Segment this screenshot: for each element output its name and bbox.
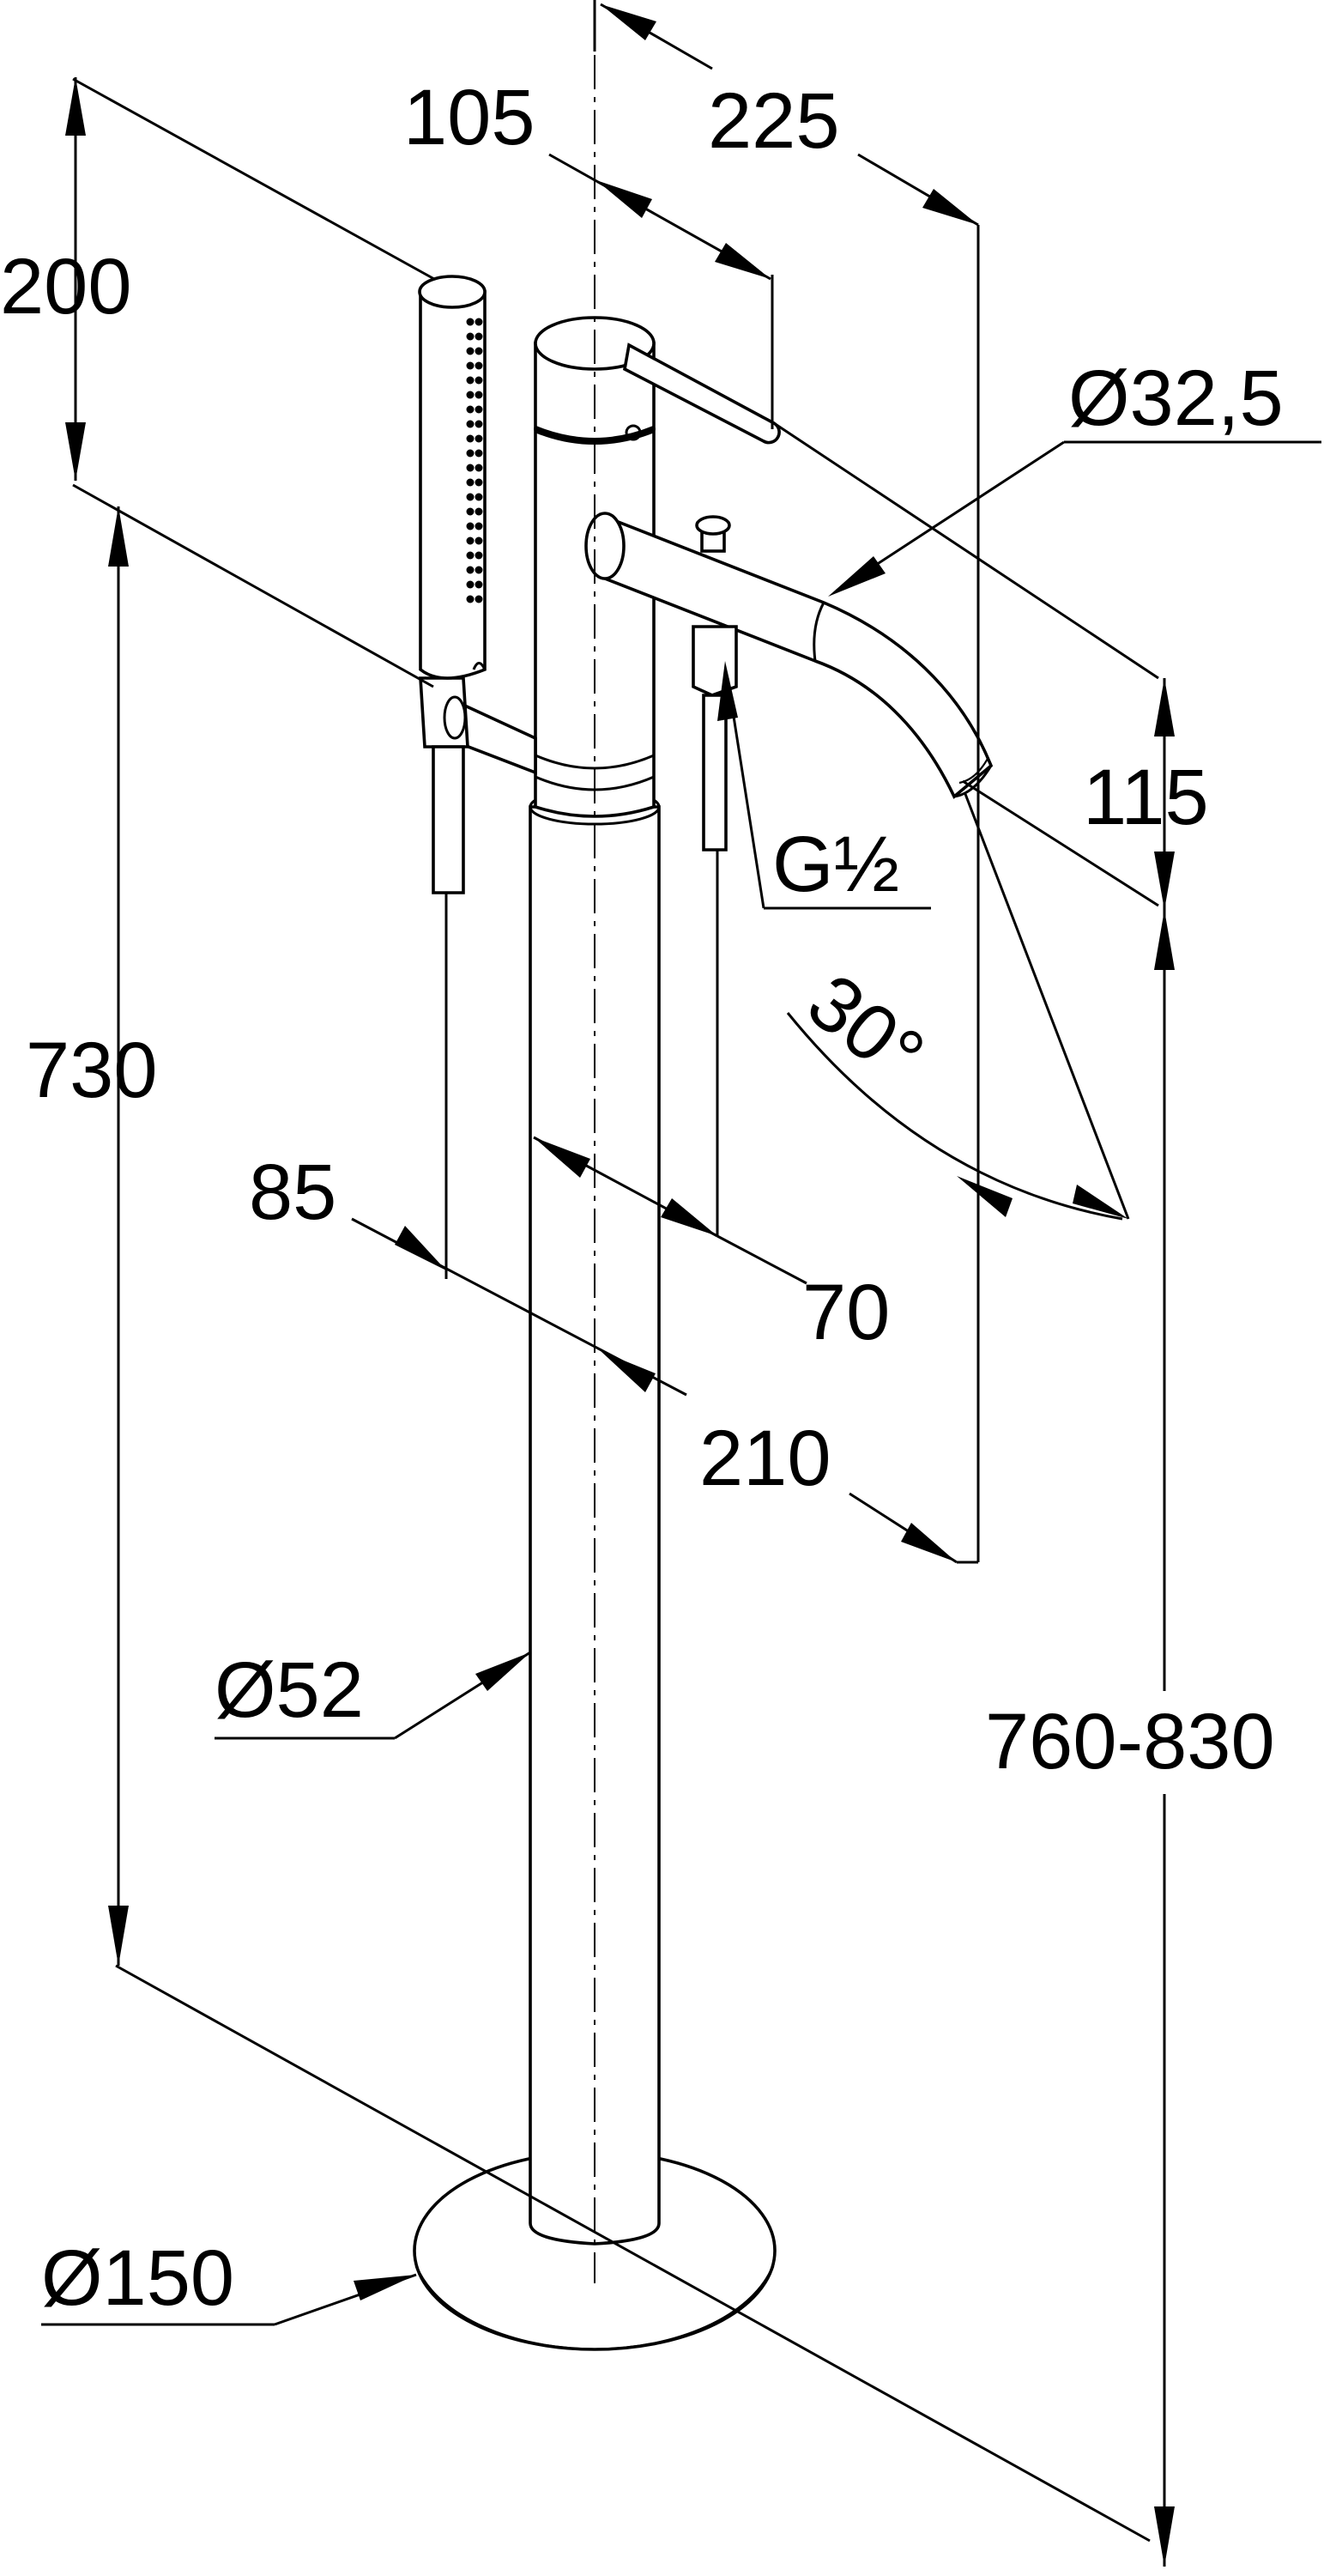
nozzle-dot xyxy=(475,405,483,414)
dim-70: 70 xyxy=(802,1269,890,1356)
nozzle-dot xyxy=(475,595,483,603)
nozzle-dot xyxy=(466,376,475,385)
hand-shower xyxy=(419,290,487,680)
nozzle-dot xyxy=(475,493,483,501)
nozzle-dot xyxy=(475,318,483,326)
nozzle-dot xyxy=(475,507,483,516)
nozzle-dot xyxy=(475,522,483,530)
nozzle-dot xyxy=(466,507,475,516)
dim-angle-30: 30° xyxy=(792,957,940,1100)
nozzle-dot xyxy=(475,478,483,487)
upper-body-ring2 xyxy=(535,754,655,770)
nozzle-dot xyxy=(475,391,483,399)
dim-diameter-52: Ø52 xyxy=(215,1646,364,1734)
dim-115: 115 xyxy=(1083,754,1209,841)
nozzle-dot xyxy=(475,580,483,589)
nozzle-dot xyxy=(475,464,483,472)
dim-85: 85 xyxy=(249,1149,336,1236)
hand-shower-nozzles xyxy=(466,318,483,603)
nozzle-dot xyxy=(475,434,483,443)
hand-shower-grip xyxy=(472,662,487,670)
nozzle-dot xyxy=(466,449,475,458)
mixer-body xyxy=(413,275,994,2351)
nozzle-dot xyxy=(466,391,475,399)
nozzle-dot xyxy=(475,347,483,355)
nozzle-dot xyxy=(466,522,475,530)
nozzle-dot xyxy=(475,332,483,341)
hose-left xyxy=(432,745,465,894)
dim-diameter-150: Ø150 xyxy=(41,2234,234,2322)
nozzle-dot xyxy=(466,332,475,341)
hose-right xyxy=(702,694,728,852)
nozzle-dot xyxy=(466,536,475,545)
nozzle-dot xyxy=(466,580,475,589)
nozzle-dot xyxy=(475,420,483,428)
dim-210: 210 xyxy=(699,1415,831,1502)
nozzle-dot xyxy=(466,405,475,414)
diverter-knob xyxy=(695,515,731,536)
dimension-lines xyxy=(41,0,1321,2567)
spout-root xyxy=(584,512,626,580)
nozzle-dot xyxy=(475,566,483,574)
hand-shower-head xyxy=(418,275,487,309)
nozzle-dot xyxy=(466,566,475,574)
nozzle-dot xyxy=(475,376,483,385)
spout-outlet-aerator xyxy=(958,756,989,785)
spout-seam xyxy=(813,602,825,662)
dim-thread-g12: G½ xyxy=(772,821,899,908)
nozzle-dot xyxy=(466,551,475,560)
nozzle-dot xyxy=(466,318,475,326)
base-plate-edge xyxy=(414,2265,775,2351)
nozzle-dot xyxy=(475,449,483,458)
dim-diameter-32-5: Ø32,5 xyxy=(1068,355,1284,442)
nozzle-dot xyxy=(475,361,483,370)
nozzle-dot xyxy=(466,493,475,501)
dim-760-830: 760-830 xyxy=(985,1698,1275,1785)
dim-200: 200 xyxy=(0,243,132,330)
dim-730: 730 xyxy=(26,1027,158,1114)
nozzle-dot xyxy=(466,361,475,370)
mixer-lever xyxy=(622,342,781,445)
nozzle-dot xyxy=(466,464,475,472)
spout xyxy=(599,512,994,799)
nozzle-dot xyxy=(466,595,475,603)
nozzle-dot xyxy=(475,551,483,560)
lever-screw xyxy=(625,424,642,441)
nozzle-dot xyxy=(466,347,475,355)
dim-225: 225 xyxy=(708,77,840,165)
nozzle-dot xyxy=(466,478,475,487)
nozzle-dot xyxy=(466,420,475,428)
nozzle-dot xyxy=(466,434,475,443)
dim-105: 105 xyxy=(403,74,535,161)
nozzle-dot xyxy=(475,536,483,545)
holder-cup xyxy=(443,695,467,740)
